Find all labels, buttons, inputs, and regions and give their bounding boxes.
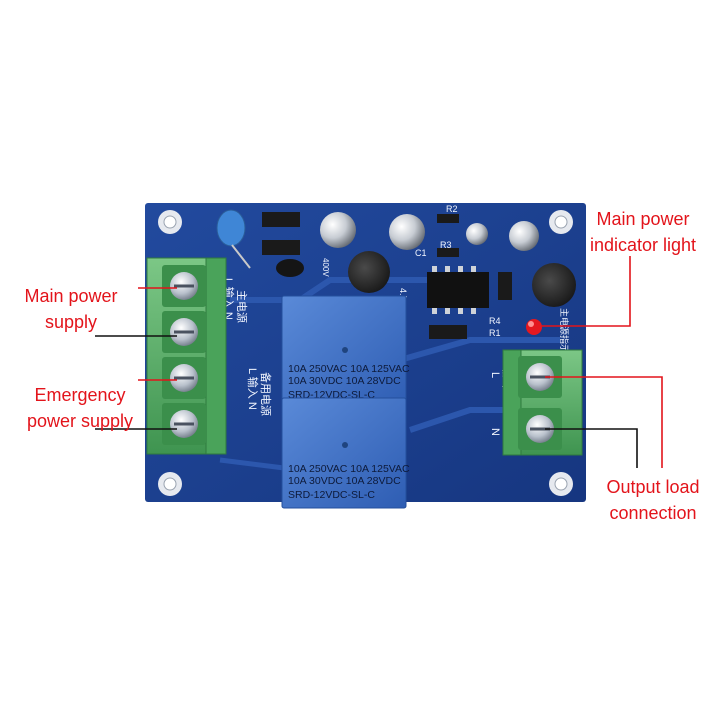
callout-emergency-power-supply: Emergency power supply: [6, 382, 154, 434]
callout-main-power-supply: Main power supply: [6, 283, 136, 335]
terminal-screw: [162, 265, 206, 307]
relay-1: 10A 250VAC 10A 125VAC 10A 30VDC 10A 28VD…: [281, 295, 410, 411]
silk-main-input: 主电源: [235, 290, 249, 323]
varistor: [216, 209, 251, 269]
leader-output-l: [545, 376, 663, 468]
terminal-screw: [162, 311, 206, 353]
input-terminal-block: [146, 257, 227, 455]
callout-main-power-indicator: Main power indicator light: [578, 206, 708, 258]
terminal-screw: [518, 408, 562, 450]
silk-n-mark: N: [489, 428, 501, 436]
relay-2: 10A 250VAC 10A 125VAC 10A 30VDC 10A 28VD…: [281, 397, 410, 509]
callout-emergency-line-1: Emergency: [34, 385, 126, 405]
relay-2-rating-2: 10A 30VDC 10A 28VDC: [288, 475, 401, 487]
relay-2-model: SRD-12VDC-SL-C: [288, 489, 375, 501]
relay-1-rating-2: 10A 30VDC 10A 28VDC: [288, 375, 401, 387]
leader-output-n: [545, 428, 638, 468]
callout-emergency-line-2: power supply: [26, 411, 134, 431]
output-terminal-block: [502, 349, 583, 456]
callout-main-power-supply-line-2: supply: [44, 312, 98, 332]
silk-indicator: 主电源指示灯: [559, 308, 570, 362]
silk-400v: 400V: [321, 258, 330, 277]
silk-l-mark: L: [489, 372, 501, 378]
relay-1-rating-1: 10A 250VAC 10A 125VAC: [288, 363, 410, 375]
mounting-hole: [158, 472, 182, 496]
silk-r4: R4: [489, 316, 501, 326]
power-indicator-led: [526, 319, 542, 335]
mounting-hole: [549, 472, 573, 496]
callout-output-load-line-2: connection: [609, 503, 697, 523]
inductor: [348, 251, 576, 307]
diode: [262, 212, 300, 255]
relay-2-rating-1: 10A 250VAC 10A 125VAC: [288, 463, 410, 475]
mounting-hole: [549, 210, 573, 234]
silk-r2: R2: [446, 204, 458, 214]
callout-output-load-connection: Output load connection: [590, 474, 716, 526]
callout-main-power-indicator-line-2: indicator light: [589, 235, 697, 255]
leader-lines: [95, 256, 663, 468]
silk-c1: C1: [415, 248, 427, 258]
terminal-screw: [518, 356, 562, 398]
transistor: [276, 259, 304, 277]
silk-backup-input: 备用电源: [259, 372, 273, 416]
mounting-hole: [158, 210, 182, 234]
silk-r1: R1: [489, 328, 501, 338]
terminal-screw: [162, 357, 206, 399]
callout-output-load-line-1: Output load: [606, 477, 700, 497]
leader-indicator: [541, 256, 631, 327]
electrolytic-capacitor: [320, 212, 539, 251]
callout-main-power-supply-line-1: Main power: [24, 286, 118, 306]
smd-resistor: [429, 214, 512, 339]
silk-backup-input-2: L 输入 N: [246, 368, 260, 410]
silk-r3: R3: [440, 240, 452, 250]
terminal-screw: [162, 403, 206, 445]
ic-chip: [427, 266, 489, 314]
callout-main-power-indicator-line-1: Main power: [596, 209, 690, 229]
